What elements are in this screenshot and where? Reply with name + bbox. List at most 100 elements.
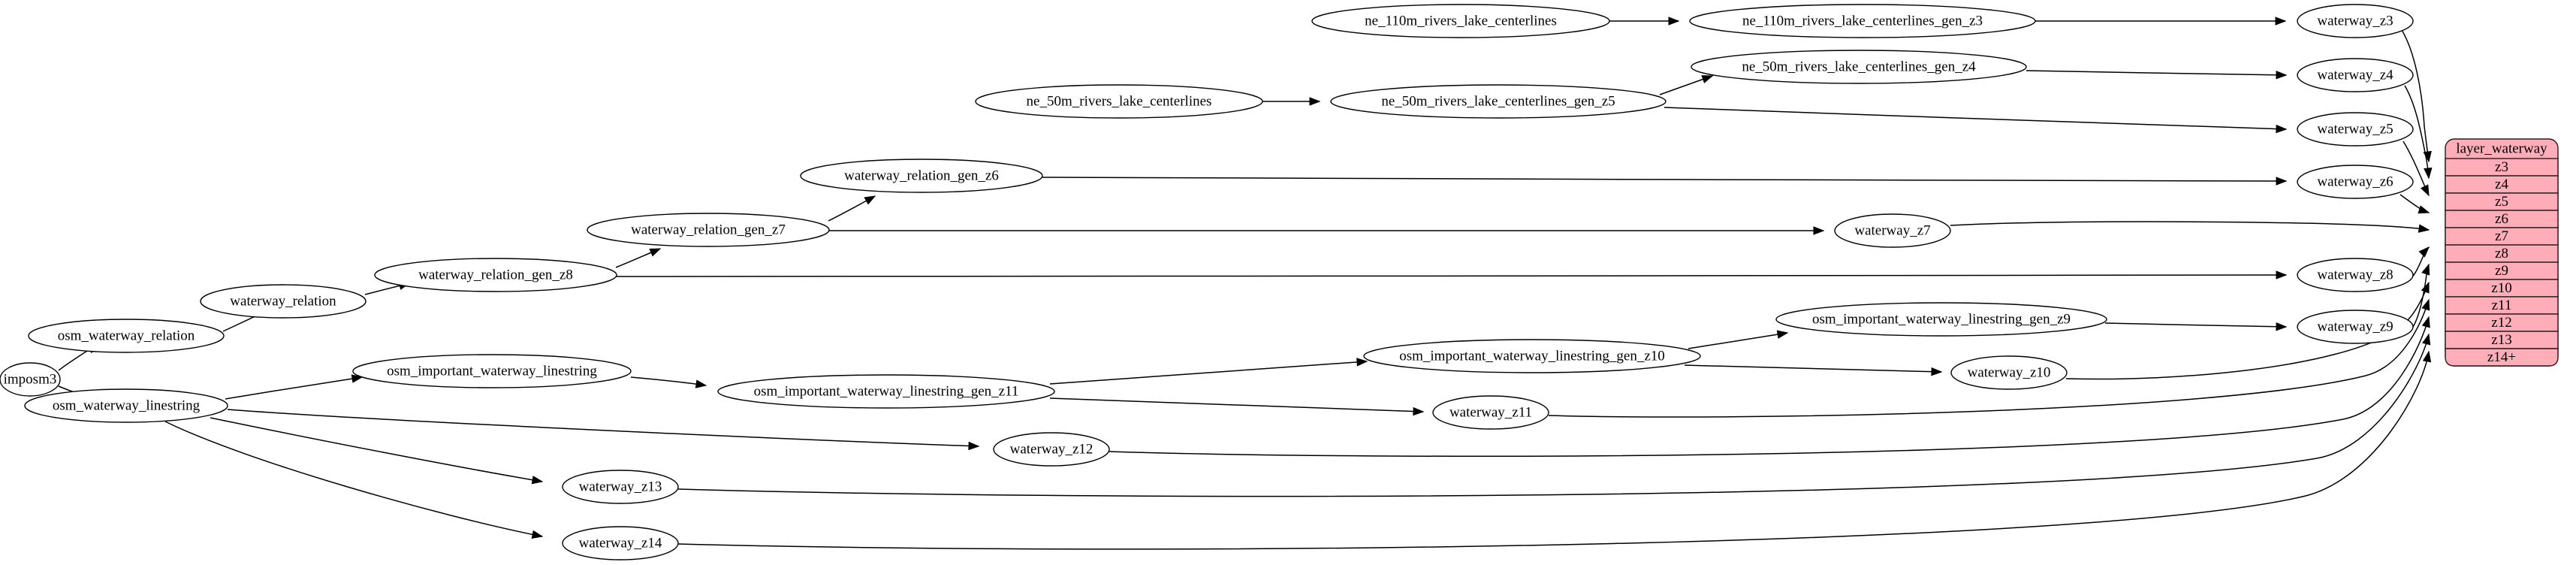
node-ellipse[interactable] bbox=[2297, 310, 2414, 344]
node-ellipse[interactable] bbox=[1689, 4, 2036, 38]
table-row-label: z12 bbox=[2491, 315, 2511, 331]
graph-node-osm_important_waterway_linestring[interactable]: osm_important_waterway_linestring bbox=[352, 354, 632, 388]
graph-edge bbox=[1042, 177, 2288, 186]
graph-node-waterway_z14[interactable]: waterway_z14 bbox=[562, 526, 679, 560]
node-ellipse[interactable] bbox=[562, 470, 679, 504]
node-label: waterway_relation bbox=[230, 293, 336, 309]
edge-line bbox=[616, 274, 2287, 277]
node-label: waterway_z11 bbox=[1449, 404, 1532, 420]
edge-line bbox=[2104, 322, 2287, 328]
edge-line bbox=[1049, 397, 1424, 412]
edge-arrowhead bbox=[2418, 205, 2430, 214]
table-row[interactable] bbox=[2445, 348, 2559, 367]
node-ellipse[interactable] bbox=[200, 284, 366, 319]
node-ellipse[interactable] bbox=[717, 374, 1055, 409]
edge-arrowhead bbox=[2276, 124, 2288, 134]
graph-node-ne_50m_rivers_lake_centerlines_gen_z5[interactable]: ne_50m_rivers_lake_centerlines_gen_z5 bbox=[1330, 84, 1667, 119]
edge-arrowhead bbox=[1413, 406, 1425, 416]
graph-node-waterway_z7[interactable]: waterway_z7 bbox=[1834, 213, 1951, 248]
node-ellipse[interactable] bbox=[352, 354, 632, 388]
edge-arrowhead bbox=[1776, 330, 1789, 339]
node-ellipse[interactable] bbox=[1330, 84, 1667, 119]
graph-edge bbox=[677, 333, 2431, 497]
node-ellipse[interactable] bbox=[1363, 339, 1701, 373]
edge-arrowhead bbox=[2276, 71, 2288, 80]
edge-arrowhead bbox=[2275, 17, 2287, 26]
graph-edge bbox=[677, 350, 2432, 550]
node-ellipse[interactable] bbox=[562, 526, 679, 560]
node-label: osm_waterway_linestring bbox=[53, 397, 201, 413]
table-row-label: z3 bbox=[2495, 159, 2508, 175]
graph-node-waterway_z11[interactable]: waterway_z11 bbox=[1432, 395, 1549, 430]
node-ellipse[interactable] bbox=[374, 258, 617, 292]
graph-node-waterway_z13[interactable]: waterway_z13 bbox=[562, 470, 679, 504]
node-ellipse[interactable] bbox=[1775, 302, 2107, 337]
node-ellipse[interactable] bbox=[0, 362, 61, 397]
graph-node-imposm3[interactable]: imposm3 bbox=[0, 362, 61, 397]
edge-arrowhead bbox=[351, 374, 363, 383]
node-ellipse[interactable] bbox=[28, 319, 225, 353]
graph-node-waterway_z5[interactable]: waterway_z5 bbox=[2297, 112, 2414, 147]
node-label: imposm3 bbox=[4, 371, 57, 387]
graph-edge bbox=[1548, 298, 2430, 418]
node-label: waterway_z6 bbox=[2317, 174, 2393, 189]
node-label: waterway_z10 bbox=[1968, 364, 2051, 380]
graph-edge bbox=[227, 409, 980, 451]
node-ellipse[interactable] bbox=[2297, 165, 2414, 199]
edge-arrowhead bbox=[2422, 350, 2432, 363]
graph-edge bbox=[829, 226, 1825, 235]
edge-arrowhead bbox=[1701, 75, 1714, 83]
node-ellipse[interactable] bbox=[975, 84, 1263, 119]
layer-waterway-table: layer_waterwayz3z4z5z6z7z8z9z10z11z12z13… bbox=[2445, 138, 2559, 367]
graph-node-waterway_relation_gen_z7[interactable]: waterway_relation_gen_z7 bbox=[587, 213, 830, 247]
graph-node-ne_50m_rivers_lake_centerlines_gen_z4[interactable]: ne_50m_rivers_lake_centerlines_gen_z4 bbox=[1691, 50, 2027, 84]
graph-node-waterway_z10[interactable]: waterway_z10 bbox=[1950, 355, 2068, 390]
graph-node-waterway_z4[interactable]: waterway_z4 bbox=[2297, 58, 2414, 92]
graph-node-osm_important_waterway_linestring_gen_z9[interactable]: osm_important_waterway_linestring_gen_z9 bbox=[1775, 302, 2107, 337]
graph-node-waterway_relation[interactable]: waterway_relation bbox=[200, 284, 366, 319]
edge-line bbox=[164, 421, 543, 537]
graph-node-ne_110m_rivers_lake_centerlines_gen_z3[interactable]: ne_110m_rivers_lake_centerlines_gen_z3 bbox=[1689, 4, 2036, 38]
node-ellipse[interactable] bbox=[1432, 395, 1549, 430]
node-ellipse[interactable] bbox=[800, 159, 1043, 193]
node-ellipse[interactable] bbox=[24, 388, 228, 423]
graph-node-waterway_z9[interactable]: waterway_z9 bbox=[2297, 310, 2414, 344]
edge-arrowhead bbox=[2421, 281, 2430, 294]
edges-layer bbox=[58, 17, 2433, 550]
graph-node-waterway_z6[interactable]: waterway_z6 bbox=[2297, 165, 2414, 199]
graph-node-waterway_z8[interactable]: waterway_z8 bbox=[2297, 258, 2414, 292]
edge-line bbox=[227, 409, 979, 447]
graph-edge bbox=[2404, 85, 2433, 180]
node-ellipse[interactable] bbox=[2297, 112, 2414, 147]
node-ellipse[interactable] bbox=[2297, 258, 2414, 292]
node-ellipse[interactable] bbox=[2297, 4, 2414, 38]
graph-edge bbox=[616, 270, 2288, 279]
edge-line bbox=[1109, 316, 2430, 458]
graph-node-osm_important_waterway_linestring_gen_z11[interactable]: osm_important_waterway_linestring_gen_z1… bbox=[717, 374, 1055, 409]
node-ellipse[interactable] bbox=[1950, 355, 2068, 390]
graph-node-ne_110m_rivers_lake_centerlines[interactable]: ne_110m_rivers_lake_centerlines bbox=[1311, 4, 1610, 38]
node-label: waterway_relation_gen_z7 bbox=[631, 222, 786, 237]
graph-node-waterway_relation_gen_z8[interactable]: waterway_relation_gen_z8 bbox=[374, 258, 617, 292]
node-ellipse[interactable] bbox=[2297, 58, 2414, 92]
graph-node-osm_waterway_linestring[interactable]: osm_waterway_linestring bbox=[24, 388, 228, 423]
graph-node-osm_waterway_relation[interactable]: osm_waterway_relation bbox=[28, 319, 225, 353]
node-label: waterway_z4 bbox=[2317, 67, 2394, 83]
graph-node-ne_50m_rivers_lake_centerlines[interactable]: ne_50m_rivers_lake_centerlines bbox=[975, 84, 1263, 119]
edge-arrowhead bbox=[2421, 263, 2430, 276]
graph-edge bbox=[1109, 316, 2430, 458]
graph-node-waterway_z3[interactable]: waterway_z3 bbox=[2297, 4, 2414, 38]
node-ellipse[interactable] bbox=[1834, 213, 1951, 248]
edge-line bbox=[210, 417, 543, 482]
node-label: waterway_z9 bbox=[2317, 319, 2393, 334]
graph-node-waterway_relation_gen_z6[interactable]: waterway_relation_gen_z6 bbox=[800, 159, 1043, 193]
graph-edge bbox=[1659, 75, 1714, 95]
node-ellipse[interactable] bbox=[1691, 50, 2027, 84]
graph-node-waterway_z12[interactable]: waterway_z12 bbox=[993, 432, 1110, 467]
node-ellipse[interactable] bbox=[1311, 4, 1610, 38]
graph-node-osm_important_waterway_linestring_gen_z10[interactable]: osm_important_waterway_linestring_gen_z1… bbox=[1363, 339, 1701, 373]
node-ellipse[interactable] bbox=[587, 213, 830, 247]
node-ellipse[interactable] bbox=[993, 432, 1110, 467]
edge-arrowhead bbox=[1813, 226, 1825, 235]
